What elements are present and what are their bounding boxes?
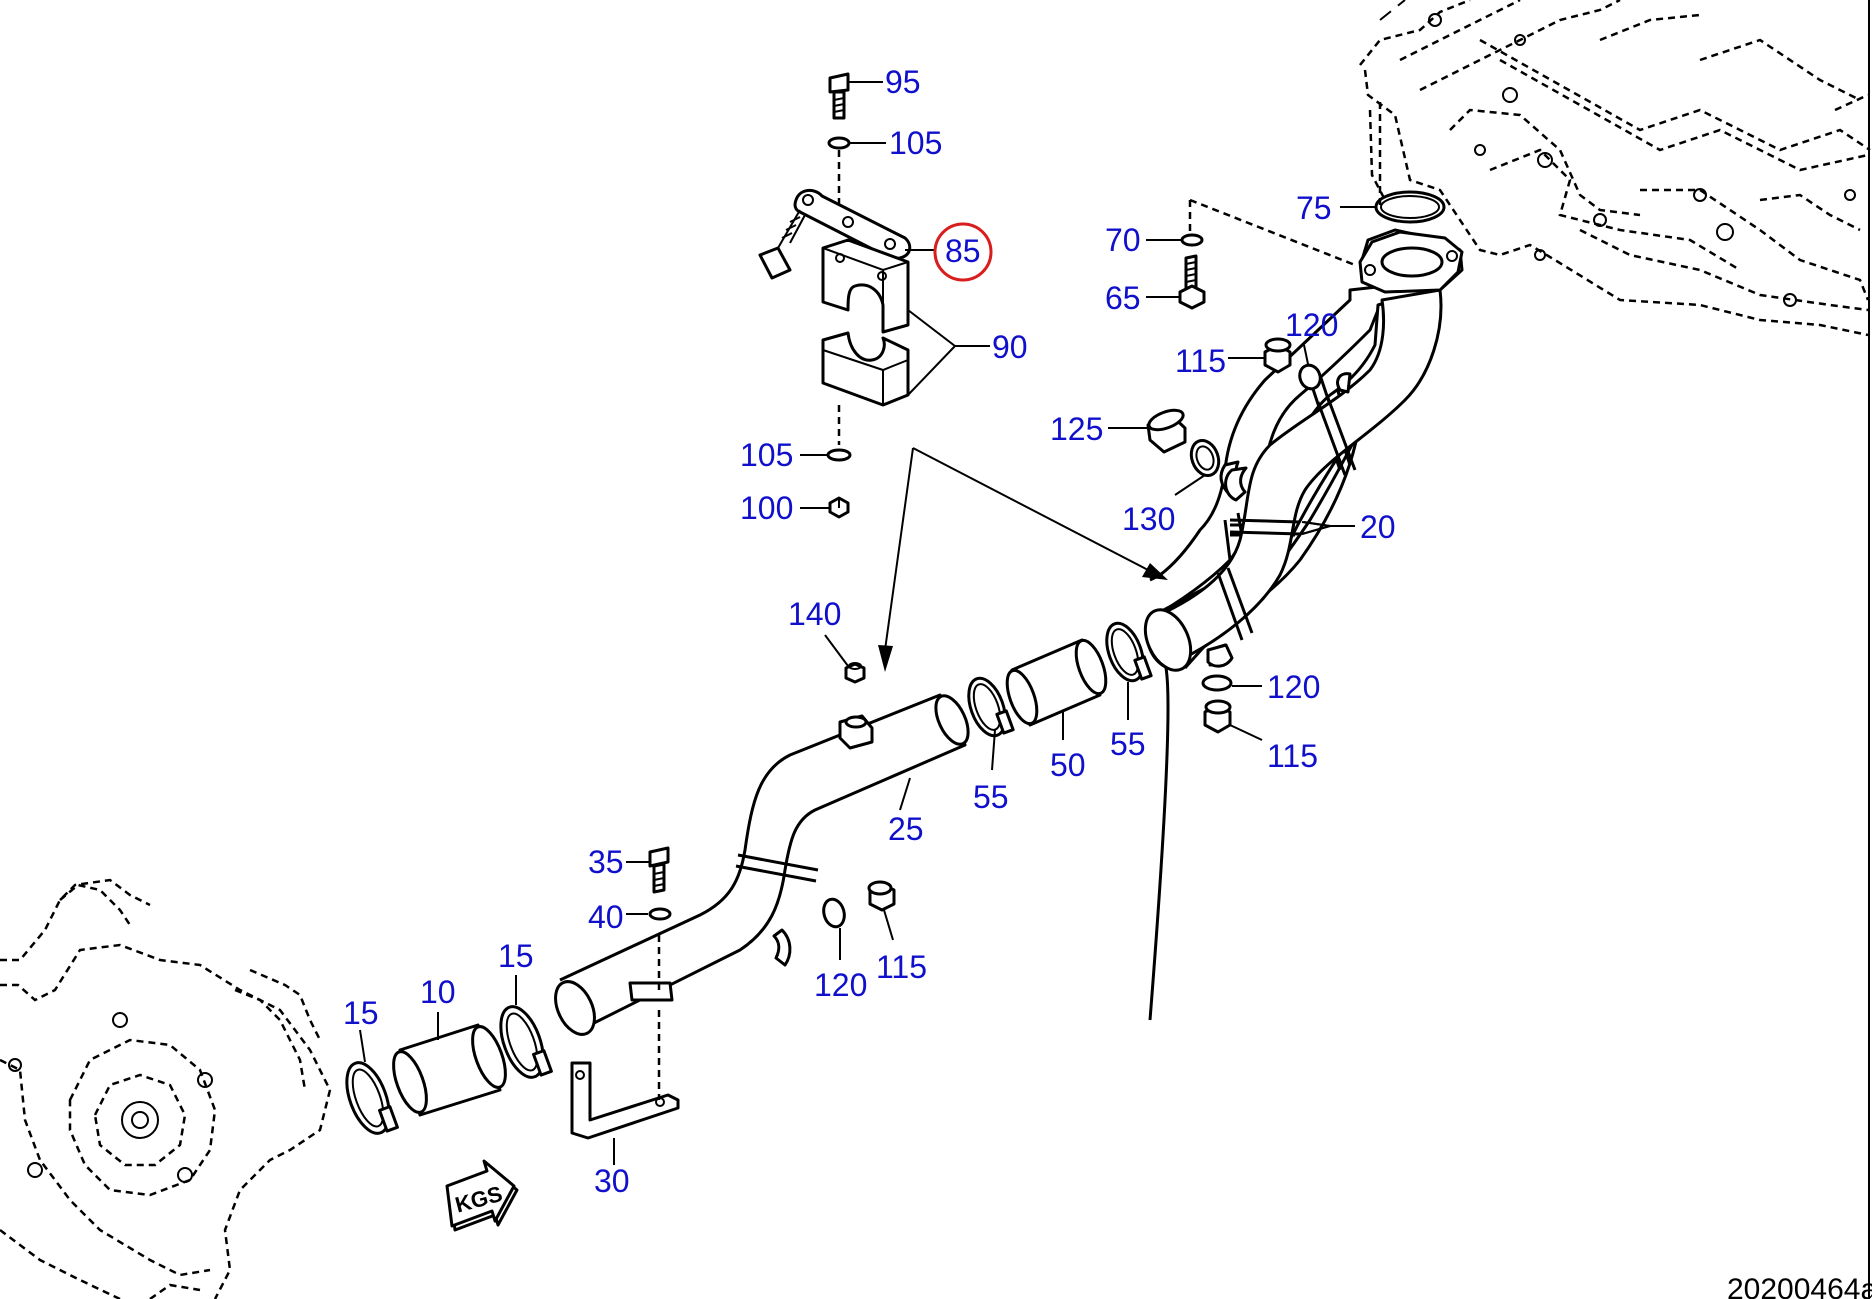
callout-120-lower[interactable]: 120: [814, 967, 867, 1003]
callout-120-mid[interactable]: 120: [1267, 669, 1320, 705]
plug-part-125: [1146, 408, 1187, 454]
callout-90[interactable]: 90: [992, 329, 1028, 365]
hose-clamp-part-15a: [345, 1061, 399, 1135]
plug-part-115-mid: [1203, 699, 1232, 734]
callout-35[interactable]: 35: [588, 844, 624, 880]
callout-15-left[interactable]: 15: [343, 995, 379, 1031]
callout-30[interactable]: 30: [594, 1163, 630, 1199]
callout-40[interactable]: 40: [588, 899, 624, 935]
callout-15-right[interactable]: 15: [498, 938, 534, 974]
nut-part-140: [844, 662, 866, 684]
callout-140[interactable]: 140: [788, 596, 841, 632]
bracket-part-30: [570, 1061, 680, 1140]
plug-part-115-upper: [1263, 337, 1292, 374]
callout-85[interactable]: 85: [945, 233, 981, 269]
engine-housing-outline: [1359, 0, 1871, 337]
callout-55-left[interactable]: 55: [973, 779, 1009, 815]
bolt-part-65: [1178, 254, 1206, 310]
drawing-number: 20200464a: [1727, 1273, 1872, 1299]
sealing-ring-part-120-upper: [1298, 363, 1322, 391]
callout-100[interactable]: 100: [740, 490, 793, 526]
washer-part-105-bottom: [826, 448, 852, 462]
clamp-block-part-90-upper: [821, 238, 910, 334]
sealing-ring-part-130: [1189, 439, 1221, 477]
nut-part-100: [828, 496, 850, 519]
hose-part-50: [1005, 638, 1108, 727]
callout-10[interactable]: 10: [420, 974, 456, 1010]
washer-part-70: [1180, 233, 1204, 247]
screw-left: [758, 209, 806, 280]
callout-labels: 95 105 85 90 105 100 75 70 65 120 115 12…: [343, 64, 1396, 1199]
callout-75[interactable]: 75: [1296, 190, 1332, 226]
callout-95[interactable]: 95: [885, 64, 921, 100]
kgs-direction-badge: KGS: [445, 1159, 519, 1232]
callout-50[interactable]: 50: [1050, 747, 1086, 783]
callout-115-lower[interactable]: 115: [876, 949, 927, 985]
callout-20[interactable]: 20: [1360, 509, 1396, 545]
bolt-part-95: [828, 72, 850, 120]
pipe-20-body: [1143, 230, 1464, 672]
leader-lines: [359, 81, 1376, 1165]
washer-part-40: [648, 907, 672, 921]
callout-105-bottom[interactable]: 105: [740, 437, 793, 473]
sealing-ring-part-120-mid: [1201, 674, 1233, 692]
callout-25[interactable]: 25: [888, 811, 924, 847]
callout-125[interactable]: 125: [1050, 411, 1103, 447]
lower-pipe-part-25: [554, 693, 970, 1036]
callout-115-upper[interactable]: 115: [1175, 343, 1226, 379]
callout-130[interactable]: 130: [1122, 501, 1175, 537]
hose-clamp-part-15b: [499, 1005, 553, 1079]
bolt-part-35: [648, 846, 670, 894]
water-pump-housing-outline: [0, 878, 332, 1299]
plug-part-115-lower: [867, 880, 896, 912]
sealing-ring-part-120-lower: [822, 897, 846, 929]
washer-part-105-top: [827, 136, 851, 150]
callout-115-mid[interactable]: 115: [1267, 738, 1318, 774]
callout-65[interactable]: 65: [1105, 280, 1141, 316]
hose-clamp-part-55a: [967, 676, 1015, 738]
assembly-arrows: [878, 447, 1168, 672]
callout-70[interactable]: 70: [1105, 222, 1141, 258]
dashed-guide-65-to-flange: [1188, 198, 1356, 267]
callout-105-top[interactable]: 105: [889, 125, 942, 161]
highlight-circle-85: [933, 222, 993, 282]
callout-55-right[interactable]: 55: [1110, 726, 1146, 762]
callout-120-upper[interactable]: 120: [1285, 307, 1338, 343]
clamp-block-part-90-lower: [821, 331, 910, 407]
hose-part-10: [392, 1023, 507, 1117]
hose-clamp-part-55b: [1105, 621, 1153, 683]
